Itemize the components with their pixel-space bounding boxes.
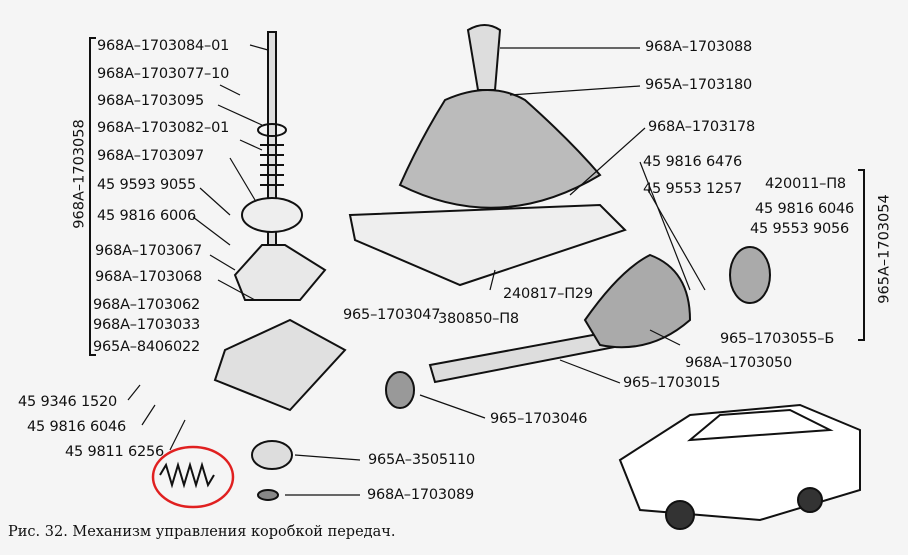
part-label: 968A–1703077–10 xyxy=(97,66,230,82)
red-highlight-circle xyxy=(151,445,235,509)
part-label: 45 9553 9056 xyxy=(750,221,850,237)
part-label: 968A–1703084–01 xyxy=(97,38,230,54)
part-label: 420011–П8 xyxy=(765,176,846,192)
part-label: 45 9593 9055 xyxy=(97,177,197,193)
bracket-label-right: 965A–1703054 xyxy=(876,194,893,304)
car-illustration xyxy=(618,403,861,530)
part-label: 968A–1703089 xyxy=(367,487,475,503)
part-label: 240817–П29 xyxy=(503,286,593,302)
part-label: 380850–П8 xyxy=(438,311,519,327)
part-label: 965–1703055–Б xyxy=(720,331,835,347)
part-label: 968A–1703033 xyxy=(93,317,201,333)
part-label: 45 9816 6006 xyxy=(97,208,197,224)
spring xyxy=(159,461,215,489)
part-label: 968A–1703097 xyxy=(97,148,205,164)
part-label: 965–1703047 xyxy=(343,307,441,323)
part-label: 968A–1703067 xyxy=(95,243,203,259)
part-label: 45 9811 6256 xyxy=(65,444,165,460)
part-label: 965A–3505110 xyxy=(368,452,476,468)
part-label: 45 9816 6476 xyxy=(643,154,743,170)
part-label: 45 9816 6046 xyxy=(755,201,855,217)
part-label: 968A–1703088 xyxy=(645,39,753,55)
part-label: 45 9816 6046 xyxy=(27,419,127,435)
left-bracket xyxy=(89,37,96,356)
part-label: 968A–1703082–01 xyxy=(97,120,230,136)
part-label: 968A–1703095 xyxy=(97,93,205,109)
part-label: 968A–1703068 xyxy=(95,269,203,285)
part-label: 965A–8406022 xyxy=(93,339,201,355)
leader-lines xyxy=(127,44,706,496)
lever-rod xyxy=(213,31,347,501)
part-label: 968A–1703062 xyxy=(93,297,201,313)
right-bracket xyxy=(858,169,865,341)
part-label: 965A–1703180 xyxy=(645,77,753,93)
shaft xyxy=(385,246,771,409)
part-label: 965–1703046 xyxy=(490,411,588,427)
part-label: 45 9553 1257 xyxy=(643,181,743,197)
part-label: 965–1703015 xyxy=(623,375,721,391)
part-label: 45 9346 1520 xyxy=(18,394,118,410)
knob-and-boot xyxy=(348,24,627,287)
bracket-label-left: 968A–1703058 xyxy=(71,119,88,229)
figure-caption: Рис. 32. Механизм управления коробкой пе… xyxy=(8,524,396,540)
part-label: 968A–1703050 xyxy=(685,355,793,371)
part-label: 968A–1703178 xyxy=(648,119,756,135)
